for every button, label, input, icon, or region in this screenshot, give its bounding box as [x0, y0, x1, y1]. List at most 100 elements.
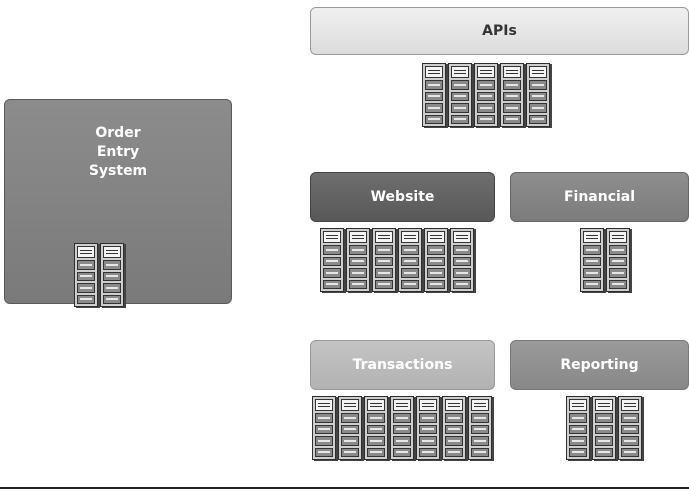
server-icon [364, 396, 388, 460]
server-drive-bay [427, 256, 445, 266]
server-drive-bay [503, 80, 521, 90]
server-drive-bay [367, 424, 385, 434]
server-drive-bay [477, 114, 495, 124]
server-icon [450, 228, 474, 292]
server-icon [468, 396, 492, 460]
server-drive-bay [609, 279, 627, 289]
server-drive-bay [375, 256, 393, 266]
server-drive-bay [349, 245, 367, 255]
server-icon [424, 228, 448, 292]
website-label: Website [370, 189, 435, 205]
server-drive-bay [595, 424, 613, 434]
server-drive-bay [477, 103, 495, 113]
server-drive-bay [471, 413, 489, 423]
apis-box: APIs [310, 7, 689, 55]
apis-server-rack [422, 63, 550, 127]
reporting-server-rack [566, 396, 642, 460]
server-drive-bay [453, 268, 471, 278]
server-top-panel [453, 231, 471, 243]
server-drive-bay [569, 424, 587, 434]
server-drive-bay [77, 260, 95, 270]
order-entry-system-box: Order Entry System [4, 99, 232, 307]
server-drive-bay [103, 271, 121, 281]
server-drive-bay [595, 436, 613, 446]
server-drive-bay [451, 91, 469, 101]
server-drive-bay [569, 436, 587, 446]
server-icon [618, 396, 642, 460]
server-icon [100, 243, 124, 307]
server-top-panel [583, 231, 601, 243]
transactions-server-rack [312, 396, 492, 460]
reporting-box: Reporting [510, 340, 689, 390]
server-top-panel [621, 399, 639, 411]
server-top-panel [77, 246, 95, 258]
server-drive-bay [315, 424, 333, 434]
website-box: Website [310, 172, 495, 222]
server-icon [312, 396, 336, 460]
server-drive-bay [529, 91, 547, 101]
server-icon [320, 228, 344, 292]
transactions-box: Transactions [310, 340, 495, 390]
server-top-panel [427, 231, 445, 243]
server-drive-bay [471, 424, 489, 434]
server-drive-bay [103, 283, 121, 293]
server-icon [398, 228, 422, 292]
server-drive-bay [375, 279, 393, 289]
server-drive-bay [103, 294, 121, 304]
server-drive-bay [569, 447, 587, 457]
server-top-panel [445, 399, 463, 411]
server-drive-bay [569, 413, 587, 423]
server-drive-bay [621, 424, 639, 434]
server-top-panel [419, 399, 437, 411]
server-drive-bay [375, 245, 393, 255]
server-drive-bay [427, 245, 445, 255]
server-icon [580, 228, 604, 292]
server-drive-bay [323, 268, 341, 278]
bottom-divider [0, 487, 689, 489]
server-drive-bay [341, 424, 359, 434]
server-drive-bay [323, 245, 341, 255]
server-drive-bay [315, 447, 333, 457]
server-drive-bay [503, 91, 521, 101]
server-drive-bay [471, 436, 489, 446]
server-top-panel [315, 399, 333, 411]
order-entry-system-title: Order Entry System [5, 124, 231, 181]
server-drive-bay [367, 436, 385, 446]
server-drive-bay [323, 279, 341, 289]
server-top-panel [367, 399, 385, 411]
server-drive-bay [323, 256, 341, 266]
server-top-panel [503, 66, 521, 78]
server-drive-bay [341, 447, 359, 457]
server-drive-bay [425, 91, 443, 101]
server-drive-bay [453, 245, 471, 255]
server-drive-bay [341, 436, 359, 446]
server-top-panel [477, 66, 495, 78]
financial-server-rack [580, 228, 630, 292]
server-top-panel [341, 399, 359, 411]
order-entry-title-line-3: System [88, 163, 148, 179]
server-drive-bay [349, 268, 367, 278]
server-top-panel [323, 231, 341, 243]
server-drive-bay [425, 103, 443, 113]
server-top-panel [529, 66, 547, 78]
server-drive-bay [427, 279, 445, 289]
server-top-panel [595, 399, 613, 411]
server-drive-bay [77, 271, 95, 281]
server-drive-bay [583, 279, 601, 289]
server-drive-bay [77, 294, 95, 304]
server-drive-bay [621, 447, 639, 457]
order-entry-server-rack [74, 243, 124, 307]
financial-label: Financial [563, 189, 636, 205]
server-drive-bay [77, 283, 95, 293]
server-icon [372, 228, 396, 292]
server-top-panel [103, 246, 121, 258]
website-server-rack [320, 228, 474, 292]
server-drive-bay [419, 436, 437, 446]
server-drive-bay [367, 413, 385, 423]
server-drive-bay [349, 256, 367, 266]
server-drive-bay [419, 447, 437, 457]
apis-label: APIs [482, 23, 517, 39]
server-drive-bay [609, 268, 627, 278]
server-top-panel [349, 231, 367, 243]
server-drive-bay [583, 245, 601, 255]
